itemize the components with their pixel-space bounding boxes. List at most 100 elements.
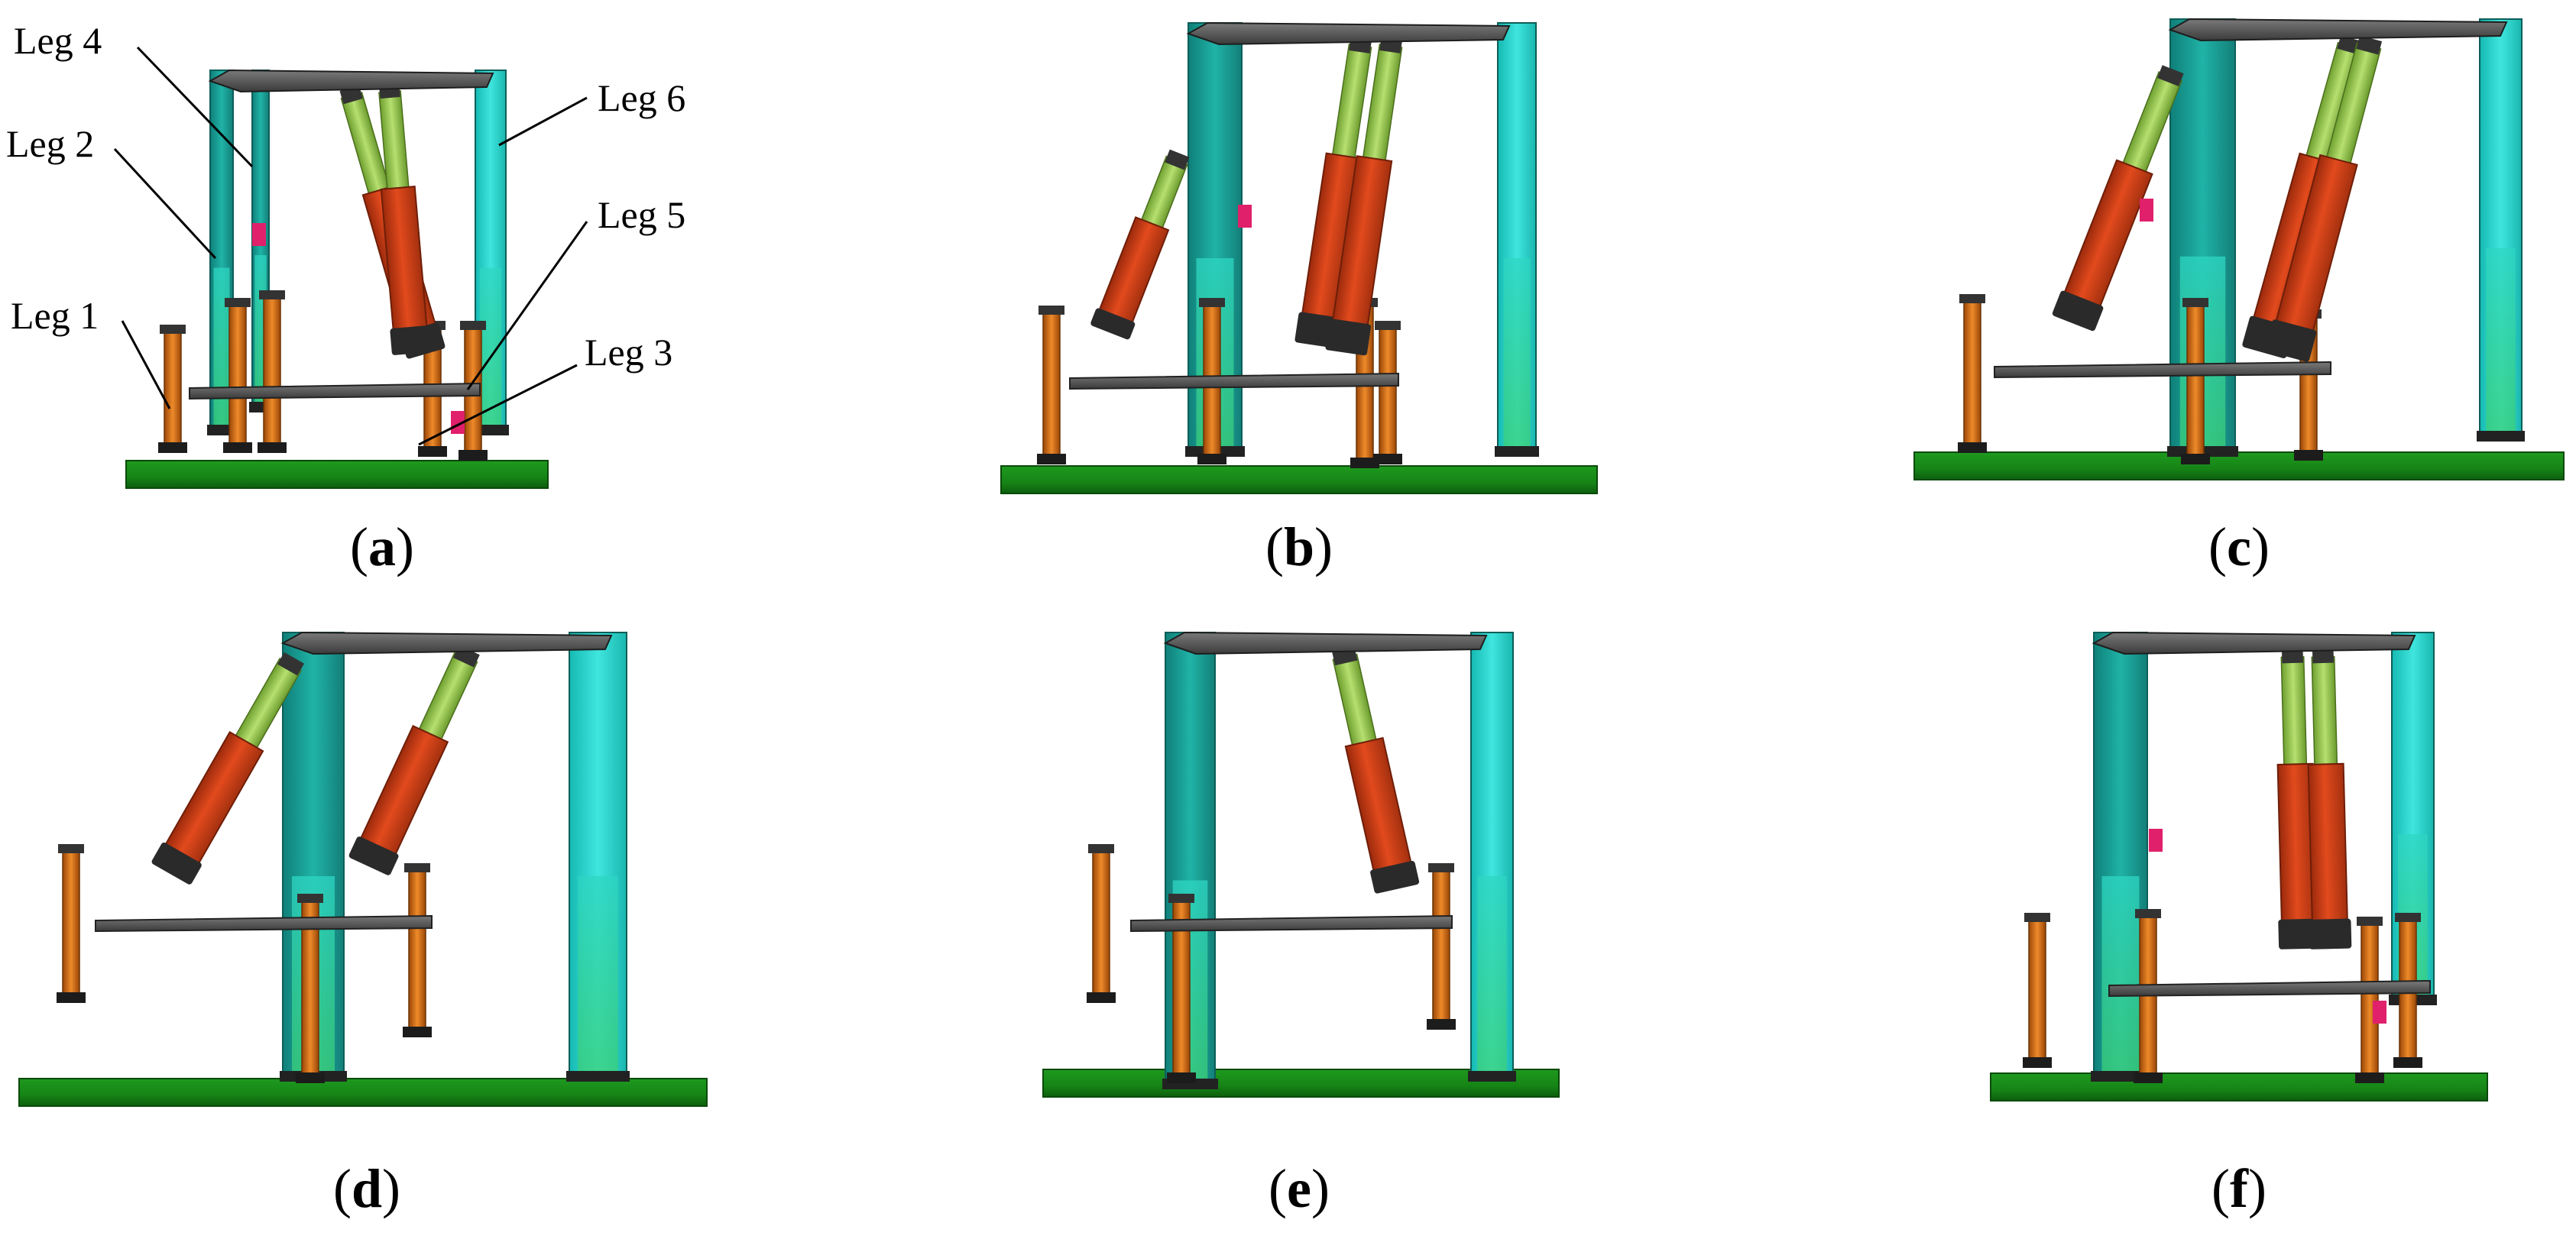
support-rod	[2139, 916, 2157, 1078]
support-rod	[1379, 328, 1397, 459]
rod-foot	[2393, 1057, 2422, 1068]
caption-d: (d)	[333, 1158, 400, 1219]
lower-platform	[95, 914, 433, 933]
actuator-joint	[2157, 65, 2184, 86]
actuator-motor	[390, 325, 433, 355]
linear-actuator	[1090, 149, 1190, 340]
accent-marker	[451, 411, 465, 434]
leader-leg1	[121, 320, 171, 409]
top-platform	[2168, 18, 2508, 42]
rod-foot	[223, 442, 252, 453]
rod-foot	[1350, 458, 1379, 468]
linear-actuator	[2265, 35, 2383, 362]
linear-actuator	[1332, 646, 1420, 894]
rod-foot	[2294, 450, 2323, 461]
linear-actuator	[2052, 65, 2184, 332]
rod-foot	[1373, 454, 1402, 464]
rod-foot	[1087, 992, 1116, 1003]
lower-platform	[2108, 979, 2431, 998]
actuator-piston	[2280, 655, 2308, 772]
support-rod	[2186, 305, 2205, 459]
leg-labels: Leg 4 Leg 2 Leg 1 Leg 6 Leg 5 Leg 3	[6, 19, 685, 446]
top-platform	[280, 631, 613, 655]
panel-d: (d)	[18, 631, 708, 1219]
linear-actuator	[2307, 649, 2352, 949]
leg-lower-section	[578, 876, 618, 1076]
support-rod	[1042, 312, 1061, 459]
support-rod	[408, 870, 426, 1032]
rod-cap	[160, 325, 186, 334]
accent-marker	[252, 223, 266, 246]
ground-plate	[1000, 465, 1598, 494]
rod-cap	[1959, 294, 1985, 303]
rod-cap	[2182, 298, 2208, 307]
actuator-motor	[1325, 319, 1371, 356]
actuator-cylinder	[380, 186, 429, 345]
rod-cap	[58, 844, 84, 853]
actuator-joint	[2312, 649, 2335, 664]
top-platform	[1163, 631, 1488, 655]
actuator-motor	[2052, 290, 2104, 332]
linear-actuator	[1294, 37, 1372, 348]
foot-pad	[1495, 446, 1539, 457]
linear-actuator	[378, 82, 433, 355]
panel-e: (e)	[1042, 631, 1560, 1219]
rod-foot	[403, 1027, 432, 1037]
rod-cap	[1428, 863, 1454, 872]
support-rod	[228, 305, 247, 448]
rod-cap	[2357, 917, 2383, 926]
rod-foot	[1958, 442, 1987, 453]
rod-foot	[158, 442, 187, 453]
linear-actuator	[151, 652, 304, 885]
rod-cap	[1088, 844, 1114, 853]
linear-actuator	[348, 645, 480, 875]
rod-cap	[259, 290, 285, 299]
leg-lower-section	[2101, 876, 2140, 1076]
actuator-piston	[2311, 655, 2338, 772]
rod-cap	[297, 894, 323, 903]
actuator-motor	[2309, 918, 2352, 949]
rod-cap	[1039, 306, 1064, 315]
label-leg1: Leg 1	[11, 294, 99, 337]
top-platform	[2092, 631, 2416, 655]
actuator-motor	[1090, 308, 1136, 340]
rod-cap	[1168, 894, 1194, 903]
label-leg2: Leg 2	[6, 122, 94, 165]
rod-foot	[57, 992, 86, 1003]
support-rod	[62, 851, 80, 998]
accent-marker	[2149, 829, 2163, 852]
rod-cap	[404, 863, 430, 872]
rod-cap	[225, 298, 251, 307]
top-platform	[208, 69, 494, 93]
rod-foot	[2181, 454, 2210, 464]
rod-cap	[2135, 909, 2161, 918]
support-rod	[263, 297, 281, 448]
rod-cap	[1375, 321, 1401, 330]
leg-lower-section	[1477, 876, 1507, 1076]
rod-foot	[1037, 454, 1066, 464]
accent-marker	[2373, 1001, 2386, 1024]
caption-b: (b)	[1265, 516, 1333, 577]
actuator-piston	[1332, 653, 1379, 751]
actuator-cylinder	[2307, 762, 2349, 939]
rod-foot	[2134, 1072, 2163, 1083]
ground-plate	[1913, 451, 2565, 480]
label-leg6: Leg 6	[598, 76, 685, 119]
actuator-joint	[277, 652, 304, 676]
actuator-cylinder	[1344, 736, 1415, 885]
actuator-motor	[151, 842, 202, 885]
label-leg3: Leg 3	[585, 331, 672, 374]
leader-leg2	[113, 147, 217, 260]
linear-actuator	[1325, 37, 1403, 356]
leg-lower-section	[213, 267, 230, 429]
actuator-motor	[1370, 860, 1420, 894]
rod-foot	[458, 450, 488, 461]
leg-lower-section	[1503, 258, 1531, 451]
foot-pad	[2477, 431, 2525, 442]
support-rod	[1432, 870, 1450, 1024]
support-rod	[1092, 851, 1110, 998]
caption-f: (f)	[2211, 1158, 2267, 1219]
support-rod	[164, 332, 182, 448]
ground-plate	[1990, 1072, 2488, 1102]
